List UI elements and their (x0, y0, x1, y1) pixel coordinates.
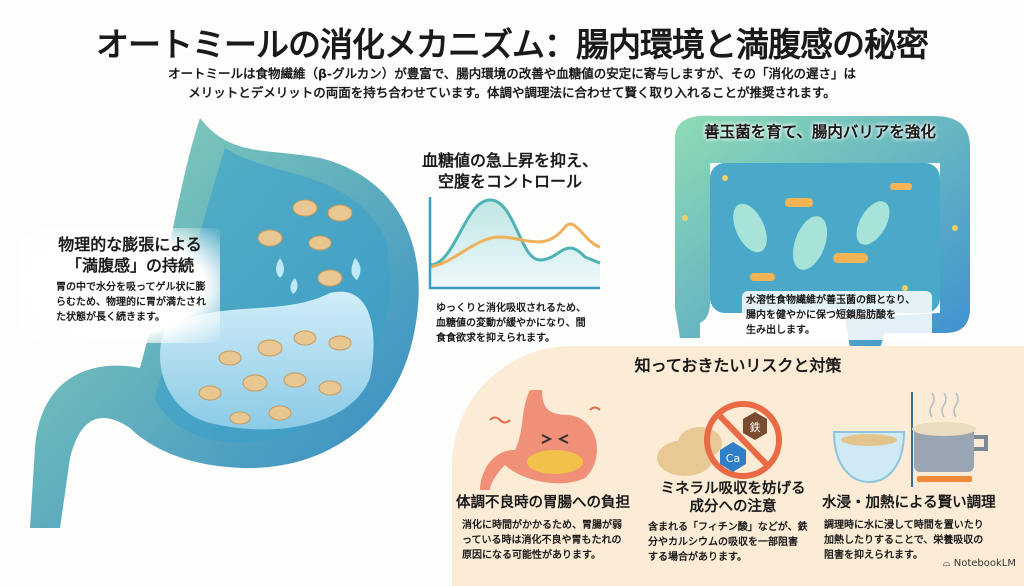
blood-sugar-title: 血糖値の急上昇を抑え、空腹をコントロール (421, 151, 598, 191)
intestine-illustration (675, 115, 970, 348)
page-title: オートミールの消化メカニズム：腸内環境と満腹感の秘密 (96, 25, 929, 64)
subtitle-line: オートミールは食物繊維（β-グルカン）が豊富で、腸内環境の改善や血糖値の安定に寄… (167, 66, 856, 81)
subtitle-line: メリットとデメリットの両面を持ち合わせています。体調や調理法に合わせて賢く取り入… (188, 85, 836, 100)
risk-title-3: 水浸・加熱による賢い調理 (822, 495, 996, 511)
risk-text-1: 消化に時間がかかるため、胃腸が弱っている時は消化不良や胃もたれの原因になる可能性… (462, 520, 622, 561)
notebooklm-watermark: ⌓ NotebookLM (942, 558, 1016, 569)
risk-text-3: 調理時に水に浸して時間を置いたり加熱したりすることで、栄養吸収の阻害を抑えられま… (824, 520, 984, 561)
iron-label: 鉄 (750, 420, 761, 434)
blood-sugar-text: ゆっくりと消化吸収されるため、血糖値の変動が緩やかになり、間食食欲求を抑えられま… (436, 303, 586, 344)
satiety-title: 物理的な膨張による「満腹感」の持続 (58, 235, 202, 275)
calcium-label: Ca (726, 452, 740, 465)
gentle-curve (429, 222, 601, 269)
satiety-text: 胃の中で水分を吸ってゲル状に膨らむため、物理的に胃が満たされた状態が長く続きます… (56, 282, 206, 323)
soak-and-heat-icon (832, 392, 988, 487)
mineral-blocking-icon: 鉄 Ca (657, 401, 782, 479)
gut-title: 善玉菌を育て、腸内バリアを強化 (704, 123, 936, 141)
blood-sugar-curve-illustration (428, 197, 601, 290)
risk-title-2: ミネラル吸収を妨げる成分への注意 (660, 481, 806, 515)
notebooklm-logo-icon: ⌓ (942, 558, 951, 569)
stomach-illustration (30, 118, 419, 528)
risk-title-1: 体調不良時の胃腸への負担 (456, 495, 630, 511)
upset-stomach-icon (480, 390, 601, 490)
page-subtitle: オートミールは食物繊維（β-グルカン）が豊富で、腸内環境の改善や血糖値の安定に寄… (0, 64, 1024, 102)
gut-text: 水溶性食物繊維が善玉菌の餌となり、腸内を健やかに保つ短鎖脂肪酸を生み出します。 (742, 291, 932, 340)
risk-text-2: 含まれる「フィチン酸」などが、鉄分やカルシウムの吸収を一部阻害する場合があります… (648, 522, 808, 563)
risks-title: 知っておきたいリスクと対策 (634, 356, 842, 375)
spike-curve (429, 198, 601, 267)
